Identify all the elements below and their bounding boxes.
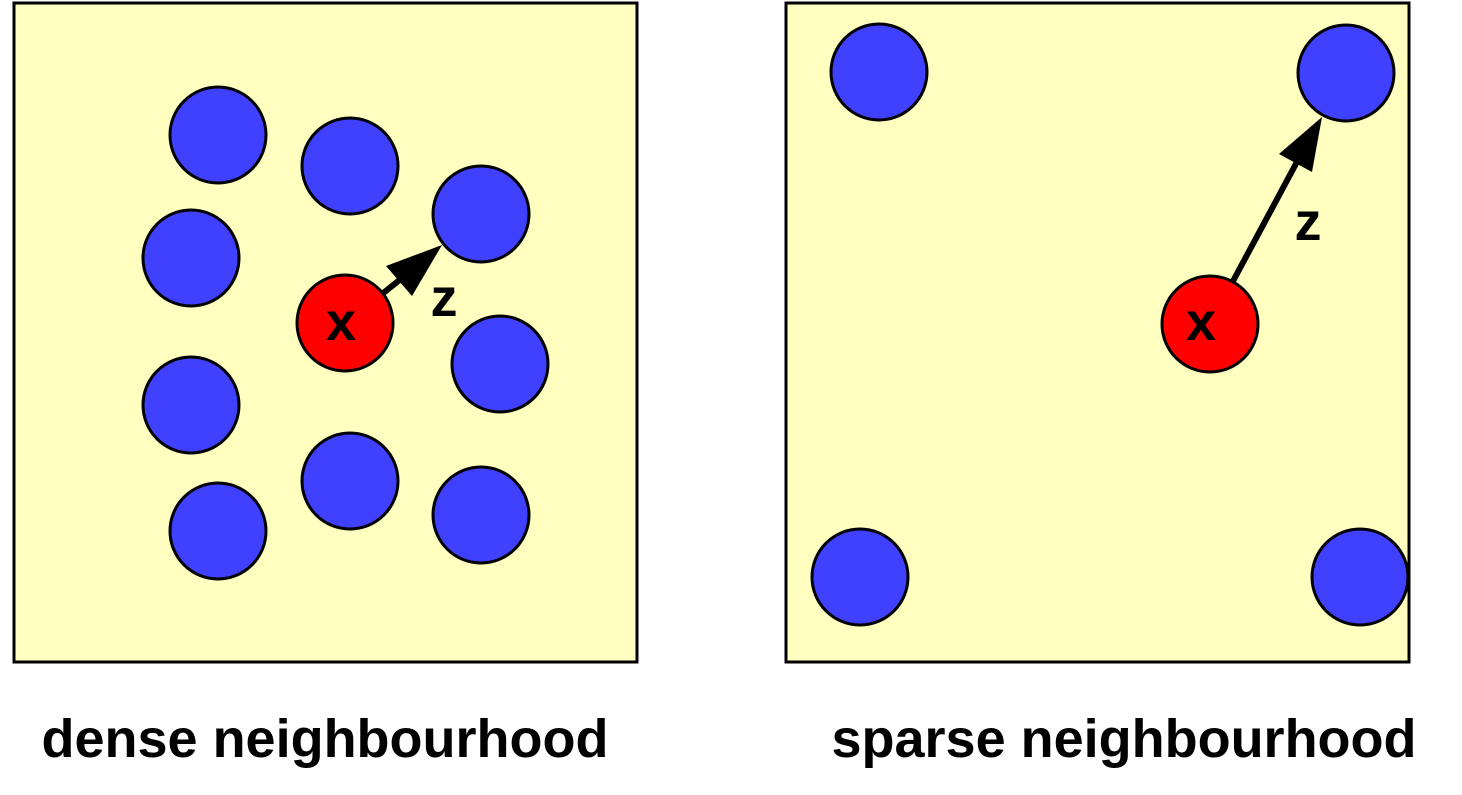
neighbour-point (810, 527, 910, 627)
panel-dense: x z dense neighbourhood (12, 1, 639, 769)
dense-query-point: x (295, 273, 395, 373)
distance-label: z (1295, 192, 1322, 252)
neighbour-point (141, 208, 241, 308)
neighbour-point (431, 465, 531, 565)
arrow-head (386, 245, 442, 296)
arrow-shaft (1229, 158, 1301, 285)
neighbour-point (450, 314, 550, 414)
panel-caption-dense: dense neighbourhood (42, 709, 609, 769)
neighbour-point (141, 355, 241, 455)
panel-sparse: x z sparse neighbourhood (784, 1, 1417, 769)
neighbour-point (1296, 23, 1396, 123)
panel-caption-sparse: sparse neighbourhood (831, 709, 1416, 769)
dense-neighbours (141, 85, 550, 581)
query-point-circle (1160, 274, 1260, 374)
neighbour-point (300, 116, 400, 216)
dense-distance-arrow: z (380, 245, 458, 328)
neighbour-point (168, 481, 268, 581)
sparse-distance-arrow: z (1229, 117, 1322, 285)
neighbour-point (829, 22, 929, 122)
distance-label: z (431, 268, 458, 328)
neighbour-point (1310, 527, 1410, 627)
neighbour-point (431, 164, 531, 264)
neighbour-point (300, 431, 400, 531)
sparse-neighbours (810, 22, 1410, 627)
query-point-circle (295, 273, 395, 373)
query-point-label: x (326, 292, 356, 352)
query-point-label: x (1186, 292, 1216, 352)
arrow-head (1279, 117, 1322, 172)
sparse-query-point: x (1160, 274, 1260, 374)
neighbour-point (168, 85, 268, 185)
